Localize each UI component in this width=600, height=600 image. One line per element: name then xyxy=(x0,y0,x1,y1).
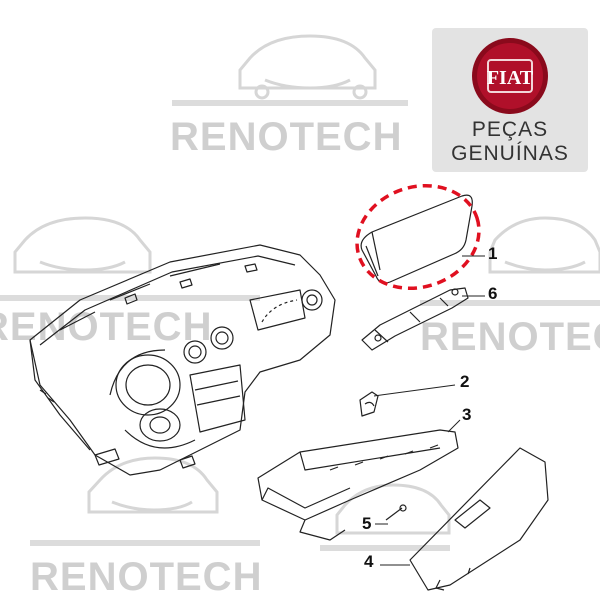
leader-lines xyxy=(373,255,485,566)
brand-badge: FIAT PEÇAS GENUÍNAS xyxy=(432,28,588,172)
watermark-car-icon-3 xyxy=(488,216,600,274)
callout-4: 4 xyxy=(364,552,374,571)
part-5-damper xyxy=(385,504,407,521)
callout-3: 3 xyxy=(462,405,472,424)
brand-line-2: GENUÍNAS xyxy=(451,142,569,165)
part-1-airbag-module xyxy=(360,194,473,284)
highlight-circle xyxy=(355,183,481,291)
watermark-text: RENOTECH xyxy=(0,305,213,349)
part-3-glovebox-housing xyxy=(257,429,459,541)
callout-6: 6 xyxy=(488,284,498,303)
watermark-car-icon xyxy=(238,34,377,100)
brand-line-1: PEÇAS xyxy=(471,118,549,141)
callout-2: 2 xyxy=(460,372,470,391)
watermark-car-icon-5 xyxy=(335,483,451,535)
part-2-clip xyxy=(359,391,379,417)
part-6-bracket xyxy=(361,287,469,351)
callout-1: 1 xyxy=(488,244,498,263)
watermark-text: RENOTECH xyxy=(30,555,263,599)
dashboard-assembly xyxy=(29,244,336,476)
watermark-car-icon-2 xyxy=(13,216,152,274)
watermark-car-icon-4 xyxy=(87,456,219,514)
callout-5: 5 xyxy=(362,514,372,533)
fiat-logo-text: FIAT xyxy=(487,67,534,89)
watermark-text: RENOTECH xyxy=(170,115,403,159)
part-4-glovebox-door xyxy=(409,447,549,591)
watermark-text: RENOTECH xyxy=(420,315,600,359)
